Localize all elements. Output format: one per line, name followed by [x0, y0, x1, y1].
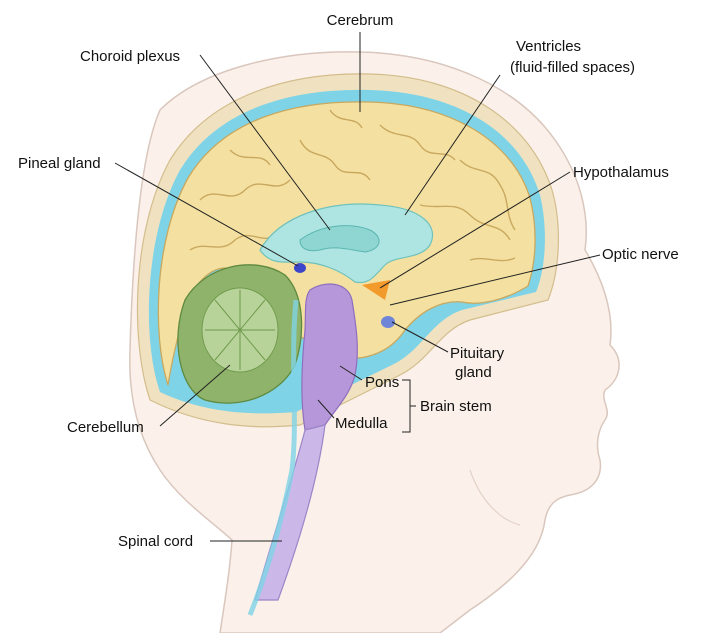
- cerebral-folds: [189, 109, 516, 262]
- label-cerebellum: Cerebellum: [67, 419, 144, 436]
- lateral-ventricle: [299, 225, 380, 253]
- label-hypothalamus: Hypothalamus: [573, 164, 669, 181]
- leader-ventricles: [404, 74, 501, 216]
- leader-pineal-gland: [114, 162, 299, 267]
- label-cerebrum: Cerebrum: [327, 12, 394, 29]
- spinal-canal: [247, 299, 299, 616]
- label-ventricles-line1: Ventricles: [516, 38, 581, 55]
- cerebellum-folia: [205, 290, 275, 370]
- leader-optic-nerve: [389, 254, 601, 306]
- label-brain-stem: Brain stem: [420, 398, 492, 415]
- label-pituitary-line1: Pituitary: [450, 345, 505, 362]
- label-pineal-gland: Pineal gland: [18, 155, 101, 172]
- label-choroid-plexus: Choroid plexus: [80, 48, 180, 65]
- leader-pons: [339, 365, 363, 381]
- label-pons: Pons: [365, 374, 399, 391]
- leader-pituitary-gland: [391, 321, 449, 353]
- jaw-line: [469, 469, 521, 526]
- leader-medulla: [317, 399, 335, 419]
- label-pituitary-line2: gland: [455, 364, 492, 381]
- leader-choroid-plexus: [199, 54, 331, 231]
- leader-lines: [114, 32, 601, 542]
- pituitary-gland: [381, 316, 395, 328]
- label-ventricles-line2: (fluid-filled spaces): [510, 59, 635, 76]
- brainstem: [301, 283, 358, 431]
- labels: Cerebrum Choroid plexus Ventricles (flui…: [18, 12, 679, 550]
- label-spinal-cord: Spinal cord: [118, 533, 193, 550]
- leader-hypothalamus: [379, 171, 571, 289]
- label-medulla: Medulla: [335, 415, 388, 432]
- hypothalamus: [362, 280, 390, 300]
- label-optic-nerve: Optic nerve: [602, 246, 679, 263]
- leader-cerebellum: [159, 364, 231, 427]
